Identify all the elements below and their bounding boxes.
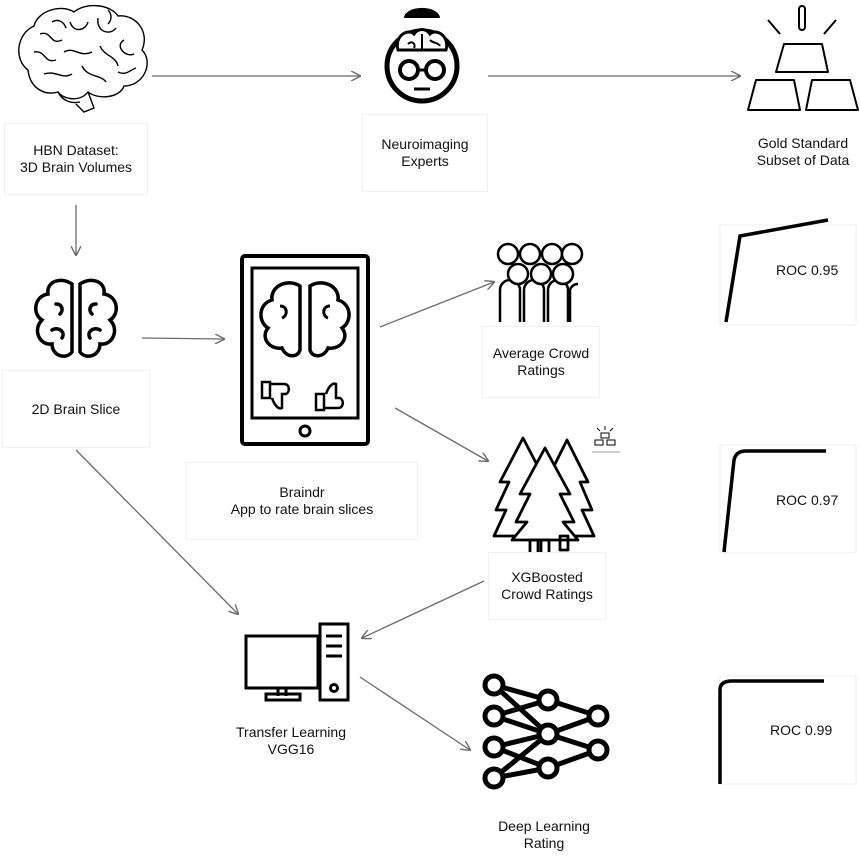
crowd-icon	[496, 242, 584, 322]
arrow-braindr-to-crowd	[379, 282, 494, 328]
roc-curve-3	[718, 679, 824, 784]
roc-curve-1	[724, 218, 829, 323]
xgb-label-line1: XGBoosted	[511, 569, 583, 585]
gold-bars-icon	[747, 5, 859, 111]
crowd-ratings-label: Average Crowd Ratings	[482, 326, 600, 398]
crowd-label-line1: Average Crowd	[492, 345, 590, 361]
arrow-transfer-to-deep	[359, 676, 470, 750]
experts-label-line1: Neuroimaging	[381, 136, 469, 152]
roc-label-1: ROC 0.95	[776, 262, 839, 278]
experts-label-line2: Experts	[401, 153, 449, 169]
xgb-ratings-label: XGBoosted Crowd Ratings	[488, 552, 606, 620]
transfer-learning-label: Transfer Learning VGG16	[222, 712, 360, 770]
deep-label-line2: Rating	[523, 835, 565, 851]
expert-icon	[384, 7, 460, 104]
slice-label-line1: 2D Brain Slice	[31, 400, 121, 417]
braindr-label-line2: App to rate brain slices	[230, 501, 374, 517]
roc-label-2: ROC 0.97	[776, 492, 839, 508]
arrow-slice-to-transfer	[75, 449, 238, 614]
arrow-xgb-to-transfer	[362, 580, 485, 638]
brain-outline-icon	[34, 278, 118, 358]
transfer-label-line2: VGG16	[267, 741, 315, 757]
neural-network-icon	[482, 673, 610, 790]
tablet-icon	[240, 254, 370, 446]
deep-learning-label: Deep Learning Rating	[474, 812, 614, 858]
crowd-label-line2: Ratings	[517, 362, 565, 378]
experts-label: Neuroimaging Experts	[362, 114, 488, 192]
gold-standard-label: Gold Standard Subset of Data	[746, 122, 860, 182]
braindr-label: Braindr App to rate brain slices	[186, 462, 418, 540]
arrows	[76, 76, 740, 750]
hbn-label-line1: HBN Dataset:	[33, 142, 119, 158]
small-gold-bars-icon	[592, 426, 620, 453]
arrow-slice-to-braindr	[141, 338, 224, 339]
brain-3d-icon	[18, 5, 148, 113]
trees-icon	[492, 436, 596, 558]
brain-slice-label: 2D Brain Slice	[2, 370, 150, 448]
gold-label-line2: Subset of Data	[756, 152, 850, 168]
roc-label-3: ROC 0.99	[770, 722, 833, 738]
roc-panel-1	[719, 218, 857, 326]
braindr-label-line1: Braindr	[279, 484, 325, 500]
xgb-label-line2: Crowd Ratings	[501, 586, 593, 602]
arrow-braindr-to-xgb	[394, 407, 488, 461]
computer-icon	[244, 622, 350, 702]
deep-label-line1: Deep Learning	[498, 818, 590, 834]
hbn-dataset-label: HBN Dataset: 3D Brain Volumes	[4, 123, 148, 195]
transfer-label-line1: Transfer Learning	[236, 724, 346, 740]
hbn-label-line2: 3D Brain Volumes	[19, 159, 133, 175]
roc-panel-2	[719, 444, 857, 554]
roc-curve-2	[722, 449, 826, 553]
roc-panel-3	[718, 675, 857, 785]
gold-label-line1: Gold Standard	[757, 135, 849, 151]
